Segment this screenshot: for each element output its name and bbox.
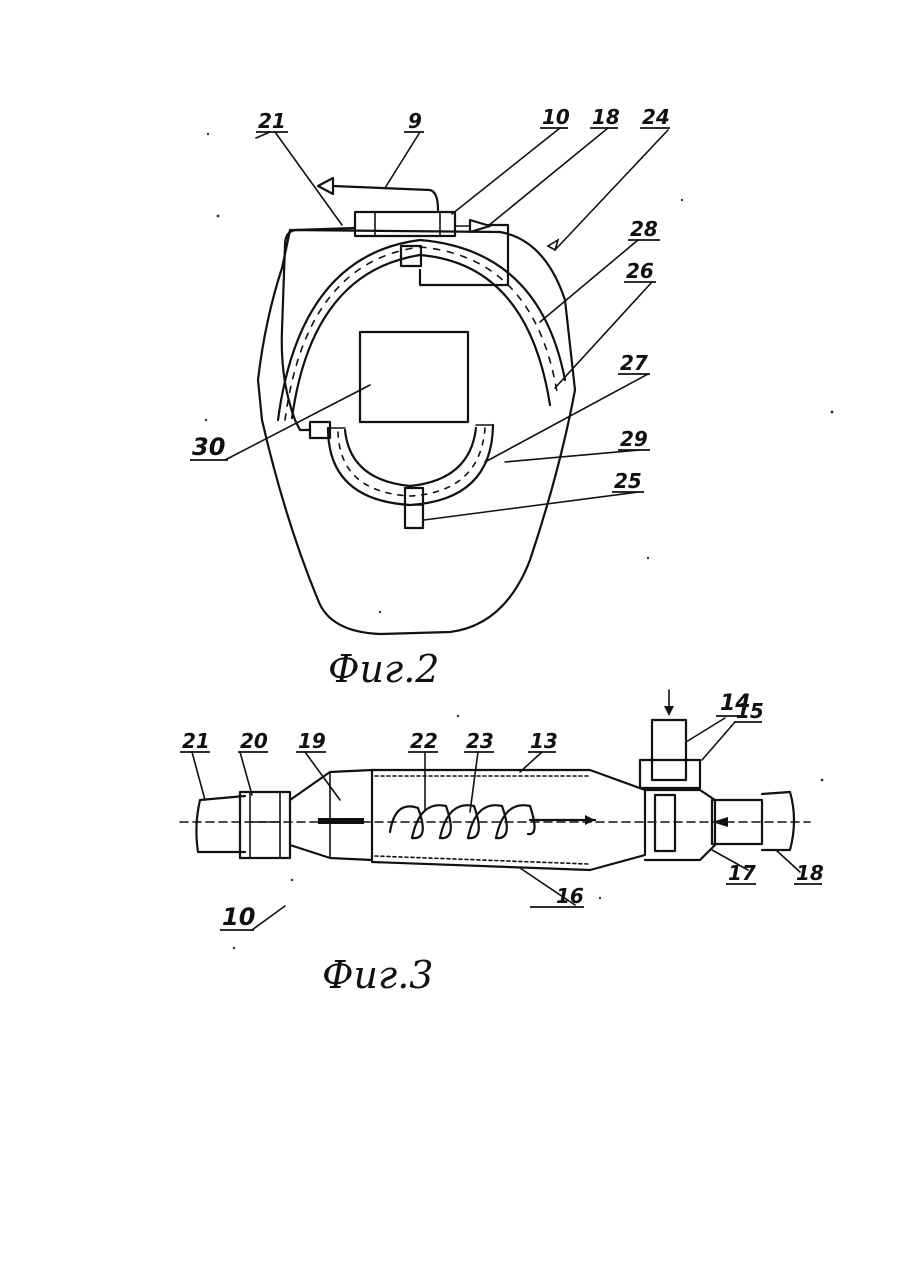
fig2-display-30 xyxy=(360,332,468,422)
fig3-label-13: 13 xyxy=(530,729,558,753)
fig3-inlet-14 xyxy=(652,720,686,780)
fig2-label-18: 18 xyxy=(592,105,620,129)
fig3-label-10: 10 xyxy=(222,903,255,931)
fig2-right-tube xyxy=(420,225,508,285)
fig2-nozzle-25 xyxy=(405,488,423,528)
fig2-label-10: 10 xyxy=(542,105,570,129)
fig3-right-pipe xyxy=(762,792,794,850)
fig2-valve-left xyxy=(318,178,333,194)
fig2-label-26: 26 xyxy=(626,259,654,283)
fig2-label-28: 28 xyxy=(630,217,658,241)
fig3-labels: 21 20 19 22 23 13 14 15 17 18 16 10 xyxy=(180,691,824,931)
fig2-caption: Фиг.2 xyxy=(328,647,439,691)
fig3-left-pipe xyxy=(196,796,245,852)
fig3-label-15: 15 xyxy=(736,699,764,723)
fig3-separator-17 xyxy=(655,795,675,851)
fig2-chin-arc-outer xyxy=(328,425,493,505)
fig3-fitting-20 xyxy=(240,792,290,858)
figure-2: 21 9 10 18 24 28 26 30 27 29 25 Фиг.2 xyxy=(190,105,670,691)
fig2-hose-9 xyxy=(333,186,438,210)
fig2-leader-lines xyxy=(225,128,668,520)
fig3-housing-15 xyxy=(640,760,700,788)
fig3-label-21: 21 xyxy=(182,729,210,753)
fig3-label-20: 20 xyxy=(240,729,268,753)
fig3-label-17: 17 xyxy=(728,861,756,885)
fig2-valve-right xyxy=(470,220,490,232)
fig2-headband-outer xyxy=(278,240,565,420)
scan-speckles xyxy=(205,133,834,949)
fig3-label-23: 23 xyxy=(466,729,494,753)
fig3-label-19: 19 xyxy=(298,729,326,753)
fig2-label-25: 25 xyxy=(614,469,642,493)
fig3-label-16: 16 xyxy=(556,884,584,908)
fig2-label-30: 30 xyxy=(192,433,225,461)
fig3-nozzle-19 xyxy=(290,770,372,860)
fig2-label-24: 24 xyxy=(642,105,670,129)
fig2-label-9: 9 xyxy=(408,109,422,133)
fig3-leader-lines xyxy=(192,718,800,930)
fig2-labels: 21 9 10 18 24 28 26 30 27 29 25 xyxy=(190,105,670,493)
fig3-main-body-13 xyxy=(372,770,645,870)
fig3-label-18: 18 xyxy=(796,861,824,885)
fig3-caption: Фиг.3 xyxy=(322,953,433,997)
fig2-label-27: 27 xyxy=(620,351,648,375)
figure-3: 21 20 19 22 23 13 14 15 17 18 16 10 Фиг. xyxy=(180,690,824,997)
fig3-label-22: 22 xyxy=(410,729,438,753)
fig2-label-29: 29 xyxy=(620,427,648,451)
fig2-chin-arc-inner xyxy=(345,428,476,486)
fig2-label-21: 21 xyxy=(258,109,286,133)
